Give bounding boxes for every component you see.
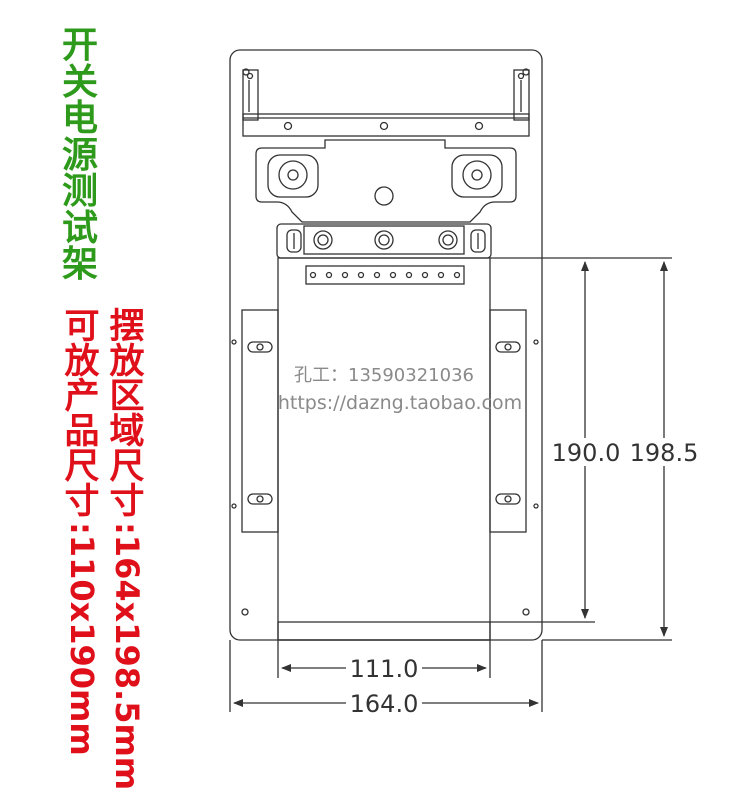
area-char: 尺 — [109, 447, 145, 487]
title-char: 试 — [62, 207, 99, 249]
area-char: 区 — [109, 377, 145, 417]
title-char: 关 — [62, 61, 99, 103]
product-char: 品 — [64, 412, 100, 452]
title-char: 测 — [62, 171, 99, 212]
product-char: 放 — [64, 342, 100, 382]
test-plate — [277, 257, 491, 641]
contact-watermark: 孔工：13590321036 — [294, 365, 474, 386]
top-bracket — [242, 69, 530, 137]
left-side-rail — [241, 309, 279, 533]
product-char: 产 — [64, 377, 100, 417]
product-size: 可 放 产 品 尺 寸 :110x190mm — [63, 307, 101, 756]
base-plate — [229, 49, 543, 641]
title-char: 电 — [62, 98, 99, 139]
inner-width-label: 111.0 — [350, 655, 419, 683]
inner-height-label: 190.0 — [552, 439, 621, 467]
area-char: 寸 — [109, 482, 145, 522]
product-char: 寸 — [64, 482, 100, 522]
right-side-rail — [489, 309, 527, 533]
url-watermark: https://dazng.taobao.com — [278, 392, 522, 414]
title-char: 架 — [62, 244, 99, 285]
product-title: 开 关 电 源 测 试 架 — [62, 28, 98, 284]
title-char: 开 — [62, 25, 99, 66]
technical-drawing: 190.0 198.5 111.0 164.0 孔工：13590321036 h… — [229, 49, 699, 718]
area-char: 摆 — [109, 307, 145, 347]
terminal-block — [276, 223, 492, 259]
clamp-piece — [255, 139, 517, 223]
product-char: 可 — [64, 307, 100, 347]
outer-height-label: 198.5 — [630, 439, 699, 467]
outer-width-label: 164.0 — [350, 690, 419, 718]
title-char: 源 — [62, 134, 99, 176]
placement-area-size: 摆 放 区 域 尺 寸 :164x198.5mm — [108, 307, 146, 790]
product-char: 尺 — [64, 447, 100, 487]
area-char: 域 — [109, 412, 145, 452]
area-char: 放 — [109, 342, 145, 382]
